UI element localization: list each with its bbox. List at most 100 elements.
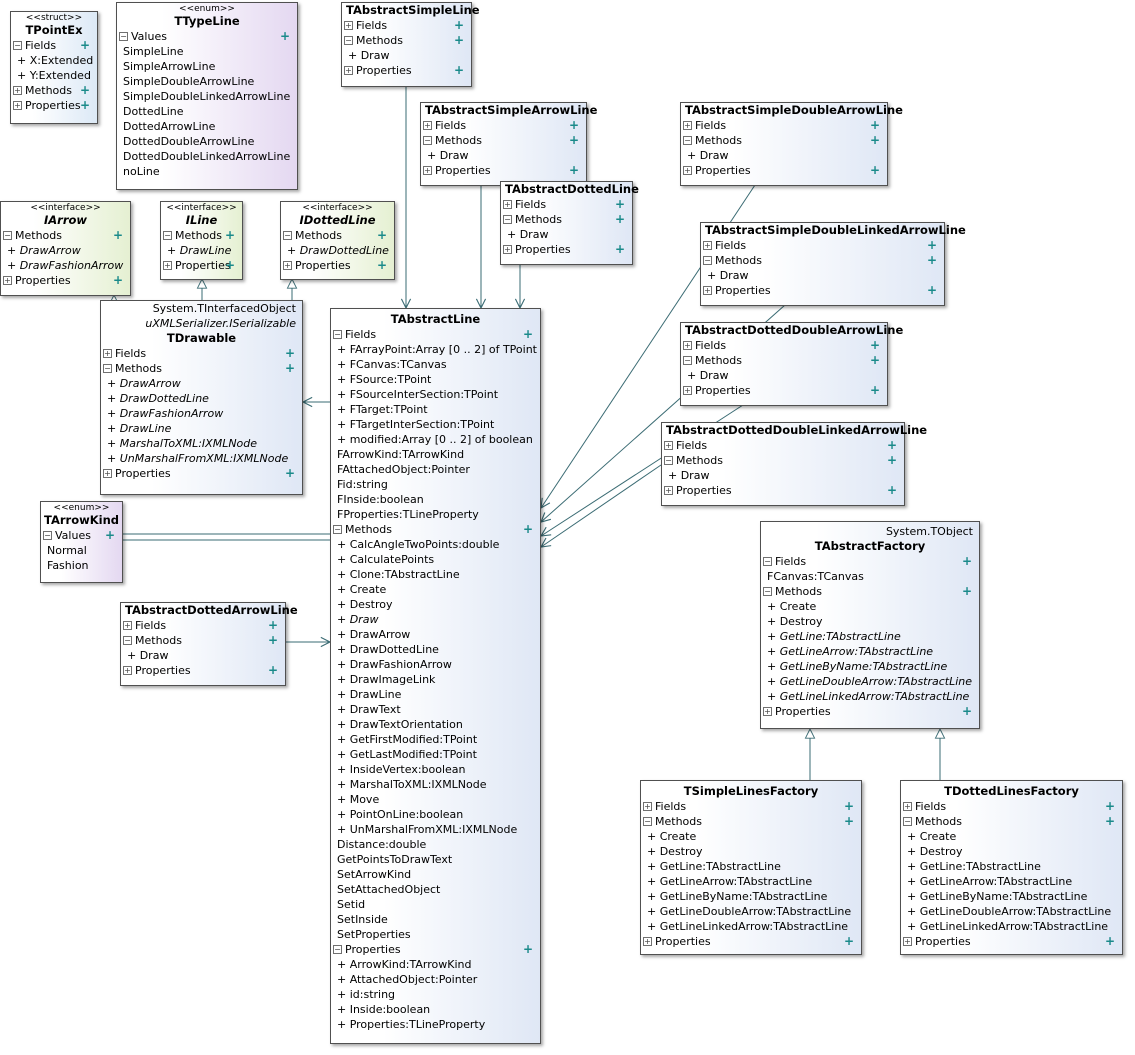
add-icon[interactable]: + [961, 554, 972, 568]
add-icon[interactable]: + [843, 814, 854, 828]
add-icon[interactable]: + [112, 228, 123, 242]
expand-icon[interactable]: + [423, 121, 432, 130]
tabstractline-methods-header[interactable]: −Methods+ [333, 522, 533, 536]
tabstractdotteddoublelinkedarrowline-properties-header[interactable]: +Properties+ [664, 483, 897, 497]
collapse-icon[interactable]: − [3, 231, 12, 240]
expand-icon[interactable]: + [503, 245, 512, 254]
add-icon[interactable]: + [267, 633, 278, 647]
expand-icon[interactable]: + [344, 66, 353, 75]
expand-icon[interactable]: + [423, 166, 432, 175]
expand-icon[interactable]: + [123, 666, 132, 675]
expand-icon[interactable]: + [13, 101, 22, 110]
add-icon[interactable]: + [284, 466, 295, 480]
collapse-icon[interactable]: − [163, 231, 172, 240]
add-icon[interactable]: + [961, 584, 972, 598]
collapse-icon[interactable]: − [333, 525, 342, 534]
add-icon[interactable]: + [376, 228, 387, 242]
expand-icon[interactable]: + [643, 937, 652, 946]
tpointex-fields-header[interactable]: −Fields+ [13, 38, 90, 52]
collapse-icon[interactable]: − [423, 136, 432, 145]
tabstractsimpledoublearrowline-methods-header[interactable]: −Methods+ [683, 133, 880, 147]
tarrowkind-box[interactable]: <<enum>> TArrowKind −Values+ Normal Fash… [40, 501, 123, 583]
expand-icon[interactable]: + [163, 261, 172, 270]
add-icon[interactable]: + [1104, 799, 1115, 813]
add-icon[interactable]: + [284, 361, 295, 375]
collapse-icon[interactable]: − [333, 330, 342, 339]
expand-icon[interactable]: + [903, 802, 912, 811]
tabstractsimpleline-properties-header[interactable]: +Properties+ [344, 63, 464, 77]
tabstractdotteddoublelinkedarrowline-methods-header[interactable]: −Methods+ [664, 453, 897, 467]
tabstractfactory-box[interactable]: System.TObject TAbstractFactory −Fields+… [760, 521, 980, 729]
tdrawable-properties-header[interactable]: +Properties+ [103, 466, 295, 480]
iarrow-properties-header[interactable]: +Properties+ [3, 273, 123, 287]
expand-icon[interactable]: + [664, 441, 673, 450]
add-icon[interactable]: + [886, 438, 897, 452]
collapse-icon[interactable]: − [123, 636, 132, 645]
tsimplelinesfactory-box[interactable]: TSimpleLinesFactory +Fields+ −Methods+ +… [640, 780, 862, 955]
tabstractdottedline-methods-header[interactable]: −Methods+ [503, 212, 625, 226]
tdrawable-methods-header[interactable]: −Methods+ [103, 361, 295, 375]
tabstractdotteddoublearrowline-box[interactable]: TAbstractDottedDoubleArrowLine +Fields+ … [680, 322, 903, 406]
tabstractdottedline-fields-header[interactable]: +Fields+ [503, 197, 625, 211]
add-icon[interactable]: + [926, 283, 937, 297]
tabstractsimpledoublelinkedarrowline-methods-header[interactable]: −Methods+ [703, 253, 937, 267]
collapse-icon[interactable]: − [664, 456, 673, 465]
tarrowkind-values-header[interactable]: −Values+ [43, 528, 115, 542]
add-icon[interactable]: + [224, 228, 235, 242]
tsimplelinesfactory-fields-header[interactable]: +Fields+ [643, 799, 854, 813]
add-icon[interactable]: + [224, 258, 235, 272]
tdottedlinesfactory-box[interactable]: TDottedLinesFactory +Fields+ −Methods+ +… [900, 780, 1123, 955]
tabstractdottedarrowline-fields-header[interactable]: +Fields+ [123, 618, 278, 632]
add-icon[interactable]: + [886, 453, 897, 467]
tdottedlinesfactory-fields-header[interactable]: +Fields+ [903, 799, 1115, 813]
expand-icon[interactable]: + [503, 200, 512, 209]
expand-icon[interactable]: + [123, 621, 132, 630]
tabstractsimpleline-box[interactable]: TAbstractSimpleLine +Fields+ −Methods+ +… [341, 2, 480, 87]
tabstractdotteddoublelinkedarrowline-fields-header[interactable]: +Fields+ [664, 438, 897, 452]
add-icon[interactable]: + [926, 253, 937, 267]
add-icon[interactable]: + [1104, 814, 1115, 828]
expand-icon[interactable]: + [683, 166, 692, 175]
tabstractline-fields-header[interactable]: −Fields+ [333, 327, 533, 341]
add-icon[interactable]: + [568, 163, 579, 177]
add-icon[interactable]: + [869, 338, 880, 352]
ttypeline-box[interactable]: <<enum>> TTypeLine −Values+ SimpleLine S… [116, 2, 298, 190]
iline-methods-header[interactable]: −Methods+ [163, 228, 235, 242]
expand-icon[interactable]: + [344, 21, 353, 30]
collapse-icon[interactable]: − [43, 531, 52, 540]
tabstractsimplearrowline-methods-header[interactable]: −Methods+ [423, 133, 579, 147]
collapse-icon[interactable]: − [683, 356, 692, 365]
expand-icon[interactable]: + [903, 937, 912, 946]
add-icon[interactable]: + [453, 18, 464, 32]
iline-properties-header[interactable]: +Properties+ [163, 258, 235, 272]
collapse-icon[interactable]: − [13, 41, 22, 50]
expand-icon[interactable]: + [13, 86, 22, 95]
add-icon[interactable]: + [614, 242, 625, 256]
add-icon[interactable]: + [886, 483, 897, 497]
add-icon[interactable]: + [453, 63, 464, 77]
collapse-icon[interactable]: − [503, 215, 512, 224]
tdottedlinesfactory-methods-header[interactable]: −Methods+ [903, 814, 1115, 828]
tabstractsimpledoublelinkedarrowline-fields-header[interactable]: +Fields+ [703, 238, 937, 252]
tabstractdotteddoublearrowline-fields-header[interactable]: +Fields+ [683, 338, 880, 352]
add-icon[interactable]: + [284, 346, 295, 360]
tabstractdottedarrowline-methods-header[interactable]: −Methods+ [123, 633, 278, 647]
tabstractsimplearrowline-box[interactable]: TAbstractSimpleArrowLine +Fields+ −Metho… [420, 102, 597, 186]
add-icon[interactable]: + [79, 83, 90, 97]
tabstractfactory-properties-header[interactable]: +Properties+ [763, 704, 972, 718]
add-icon[interactable]: + [453, 33, 464, 47]
expand-icon[interactable]: + [703, 241, 712, 250]
add-icon[interactable]: + [1104, 934, 1115, 948]
tabstractline-box[interactable]: TAbstractLine −Fields+ + FArrayPoint:Arr… [330, 308, 541, 1044]
tdrawable-fields-header[interactable]: +Fields+ [103, 346, 295, 360]
tpointex-methods-header[interactable]: +Methods+ [13, 83, 90, 97]
collapse-icon[interactable]: − [344, 36, 353, 45]
expand-icon[interactable]: + [3, 276, 12, 285]
expand-icon[interactable]: + [683, 386, 692, 395]
collapse-icon[interactable]: − [683, 136, 692, 145]
collapse-icon[interactable]: − [103, 364, 112, 373]
collapse-icon[interactable]: − [119, 32, 128, 41]
add-icon[interactable]: + [869, 133, 880, 147]
add-icon[interactable]: + [522, 522, 533, 536]
tabstractsimplearrowline-properties-header[interactable]: +Properties+ [423, 163, 579, 177]
